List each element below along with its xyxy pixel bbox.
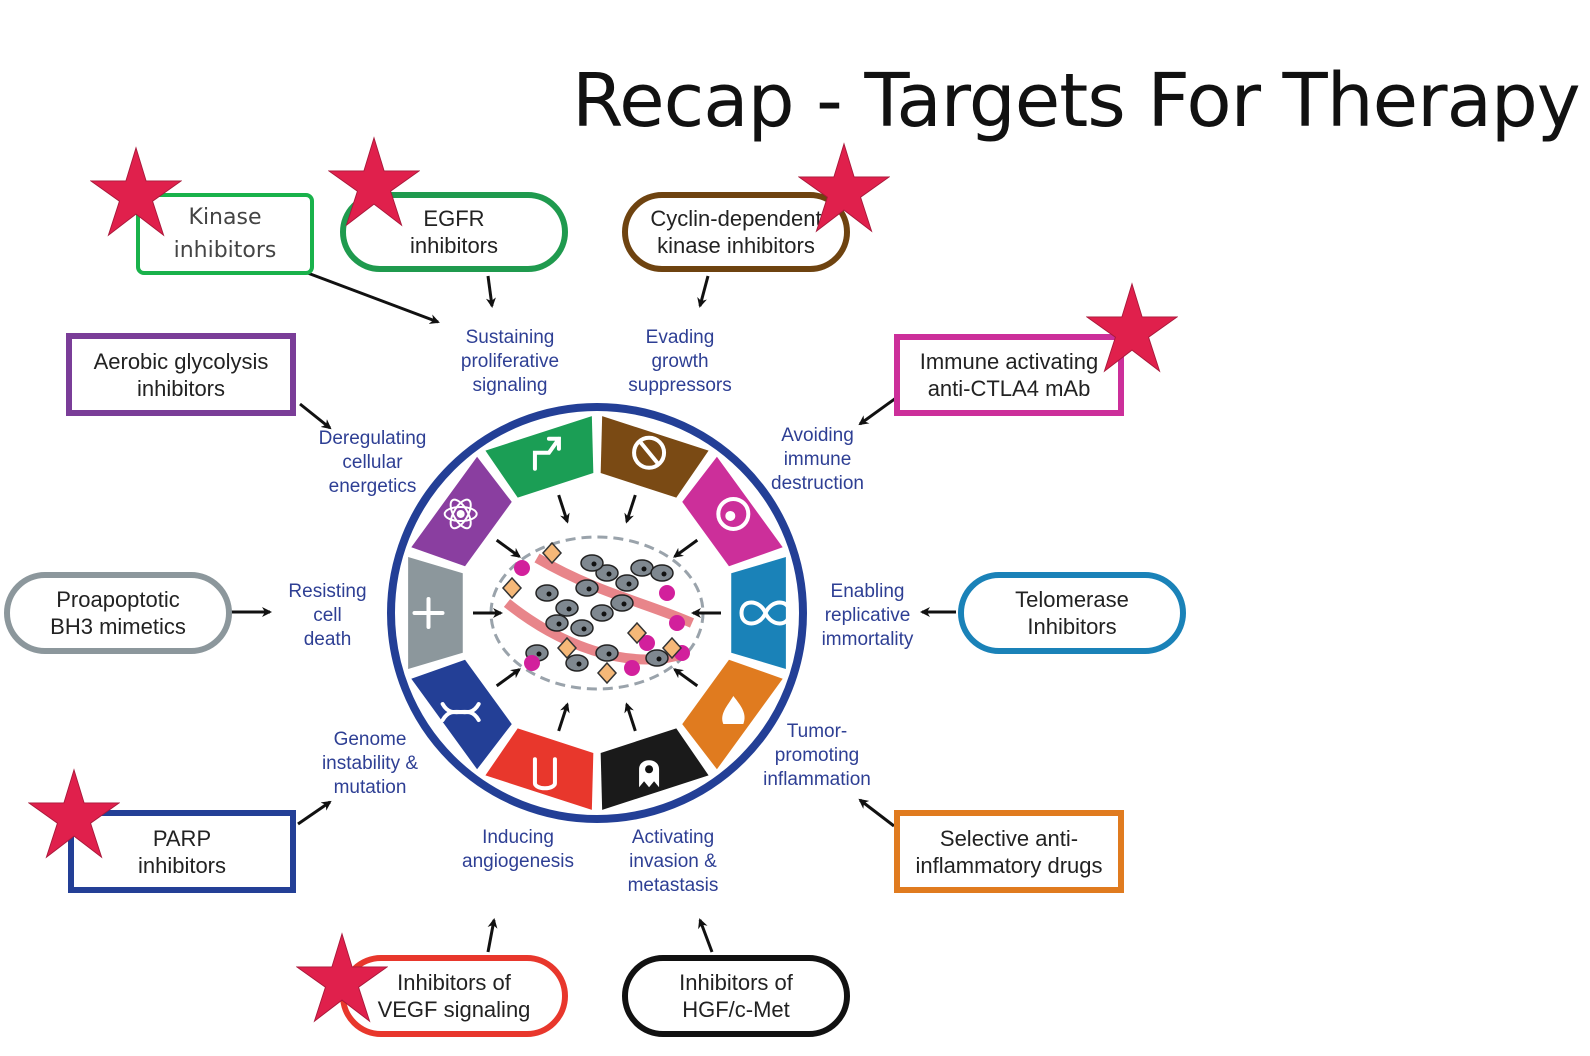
hallmark-label-immortality: Enabling replicative immortality (821, 581, 914, 650)
drug-hgf-cmet-inhibitors: Inhibitors of HGF/c-Met (622, 955, 850, 1037)
ring-segment-proliferative (485, 416, 594, 498)
arrows (230, 270, 956, 953)
hallmark-label-inflammation: Tumor- promoting inflammation (763, 721, 871, 790)
drug-arrow (697, 275, 710, 308)
dna-icon (440, 702, 481, 723)
star-icon (90, 146, 182, 237)
prohibited-icon (632, 435, 667, 470)
immune-cell (639, 635, 655, 651)
star-icon (28, 768, 120, 859)
drug-arrow (304, 270, 440, 324)
drug-anti-ctla4: Immune activating anti-CTLA4 mAb (894, 334, 1124, 416)
ring-segment-immortality (731, 557, 786, 669)
fibroblast (626, 621, 648, 645)
drug-arrow (485, 275, 496, 308)
star-icon (1086, 282, 1178, 373)
inward-arrow (557, 702, 570, 732)
drug-arrow (297, 800, 332, 826)
immune-cell (659, 585, 675, 601)
fibroblast (596, 661, 618, 685)
hallmark-label-immune: Avoiding immune destruction (771, 425, 864, 494)
drug-anti-inflammatory: Selective anti- inflammatory drugs (894, 810, 1124, 893)
immune-cell (514, 560, 530, 576)
infinity-icon (739, 600, 792, 626)
immune-cell-icon (716, 496, 751, 531)
inward-arrow (673, 668, 699, 688)
inward-arrow (495, 538, 521, 558)
drug-glycolysis-inhibitors: Aerobic glycolysis inhibitors (66, 333, 296, 416)
vessel-icon (532, 757, 557, 791)
drug-arrow (698, 918, 714, 953)
inward-arrow (495, 668, 521, 688)
immune-cell (624, 660, 640, 676)
fibroblast (661, 636, 683, 660)
hallmark-label-death: Resisting cell death (288, 581, 367, 650)
drug-kinase-inhibitors: Kinase inhibitors (136, 193, 314, 275)
drug-arrow (299, 402, 332, 430)
fibroblast (541, 541, 563, 565)
inward-arrow (673, 538, 699, 558)
star-icon (296, 932, 388, 1023)
drug-arrow (486, 918, 498, 953)
drug-arrow (858, 396, 897, 426)
star-icon (328, 136, 420, 227)
ring-segment-genome (411, 659, 512, 770)
inward-arrow (557, 494, 570, 524)
cross-icon (412, 597, 445, 629)
drug-bh3-mimetics: Proapoptotic BH3 mimetics (4, 572, 232, 654)
inward-arrow (624, 702, 637, 732)
hallmark-label-energetics: Deregulating cellular energetics (318, 428, 427, 497)
atom-icon (443, 498, 478, 530)
immune-cell (524, 655, 540, 671)
hallmark-label-proliferative: Sustaining proliferative signaling (460, 327, 560, 396)
immune-cell (669, 615, 685, 631)
hallmark-label-angiogenesis: Inducing angiogenesis (462, 827, 574, 872)
ring-segment-angiogenesis (485, 728, 594, 810)
flame-icon (722, 696, 745, 725)
arrow-icon (532, 436, 561, 471)
drug-arrow (858, 798, 895, 828)
hallmark-label-growth: Evading growth suppressors (628, 327, 732, 396)
hallmark-label-metastasis: Activating invasion & metastasis (627, 827, 719, 896)
fibroblast (501, 576, 523, 600)
hallmark-label-genome: Genome instability & mutation (321, 729, 419, 798)
inward-arrow (624, 494, 637, 524)
star-icon (798, 142, 890, 233)
drug-parp-inhibitors: PARP inhibitors (68, 810, 296, 893)
migrating-cell-icon (639, 760, 660, 788)
fibroblast (556, 636, 578, 660)
drug-telomerase-inhibitors: Telomerase Inhibitors (958, 572, 1186, 654)
drug-cdk-inhibitors: Cyclin-dependent kinase inhibitors (622, 192, 850, 272)
slide-title: Recap - Targets For Therapy (572, 58, 1581, 144)
